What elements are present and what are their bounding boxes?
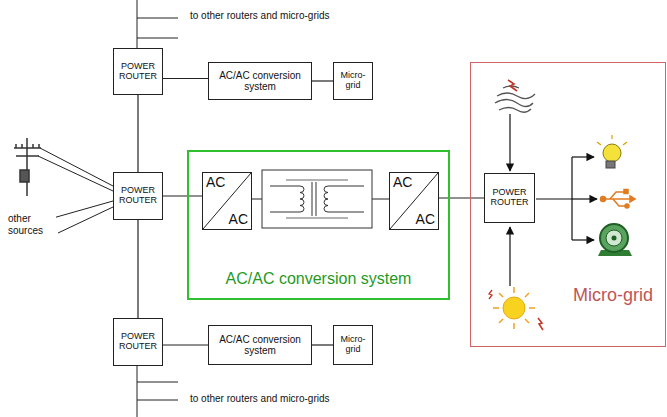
- usb-icon: [601, 190, 636, 209]
- micro-grid-box: Micro-grid: [333, 62, 373, 100]
- input-arrow: [509, 114, 510, 171]
- note-label: to other routers and micro-grids: [188, 393, 332, 405]
- power-line: [312, 344, 333, 345]
- bulb-icon: [597, 135, 627, 168]
- micro-grid-box: Micro-grid: [333, 325, 373, 365]
- power-line: [163, 344, 208, 345]
- converter-label: AC: [416, 212, 435, 227]
- group-label: Micro-grid: [573, 286, 653, 306]
- node-label: AC/AC conversion system: [211, 70, 309, 92]
- node-label: POWER ROUTER: [116, 332, 160, 352]
- converter-label: AC: [393, 175, 412, 190]
- power-line: [137, 220, 138, 318]
- sun-icon: [489, 287, 543, 330]
- group-label: AC/AC conversion system: [189, 270, 448, 288]
- acac-converter: AC AC: [389, 172, 439, 230]
- acac-converter: AC AC: [202, 172, 252, 230]
- motor-icon: [598, 224, 632, 256]
- node-label: Micro-grid: [336, 335, 370, 355]
- power-line: [163, 78, 208, 79]
- node-label: Micro-grid: [336, 71, 370, 91]
- transformer-symbol: [262, 170, 372, 228]
- conversion-group: AC/AC conversion system AC AC AC AC: [187, 150, 450, 300]
- power-router: POWER ROUTER: [113, 48, 163, 95]
- power-line: [163, 195, 202, 196]
- bus-wires: [38, 0, 389, 417]
- converter-label: AC: [229, 212, 248, 227]
- output-arrows: [536, 157, 597, 240]
- power-router: POWER ROUTER: [484, 173, 535, 223]
- utility-pole: [14, 138, 41, 196]
- wind-icon: [495, 80, 535, 112]
- node-label: AC/AC conversion system: [211, 334, 309, 356]
- node-label: POWER ROUTER: [487, 188, 532, 208]
- conversion-box: AC/AC conversion system: [208, 62, 312, 100]
- power-line: [137, 95, 138, 172]
- power-line: [439, 197, 484, 198]
- note-label: other sources: [6, 213, 56, 236]
- node-label: POWER ROUTER: [116, 186, 160, 206]
- power-router: POWER ROUTER: [113, 318, 163, 366]
- power-line: [312, 80, 333, 81]
- input-arrow: [509, 227, 510, 286]
- node-label: POWER ROUTER: [116, 62, 160, 82]
- power-router: POWER ROUTER: [113, 172, 163, 220]
- note-label: to other routers and micro-grids: [188, 10, 332, 22]
- micro-grid-region: Micro-grid POWER ROUTER: [470, 62, 666, 347]
- conversion-box: AC/AC conversion system: [208, 325, 312, 365]
- converter-label: AC: [206, 175, 225, 190]
